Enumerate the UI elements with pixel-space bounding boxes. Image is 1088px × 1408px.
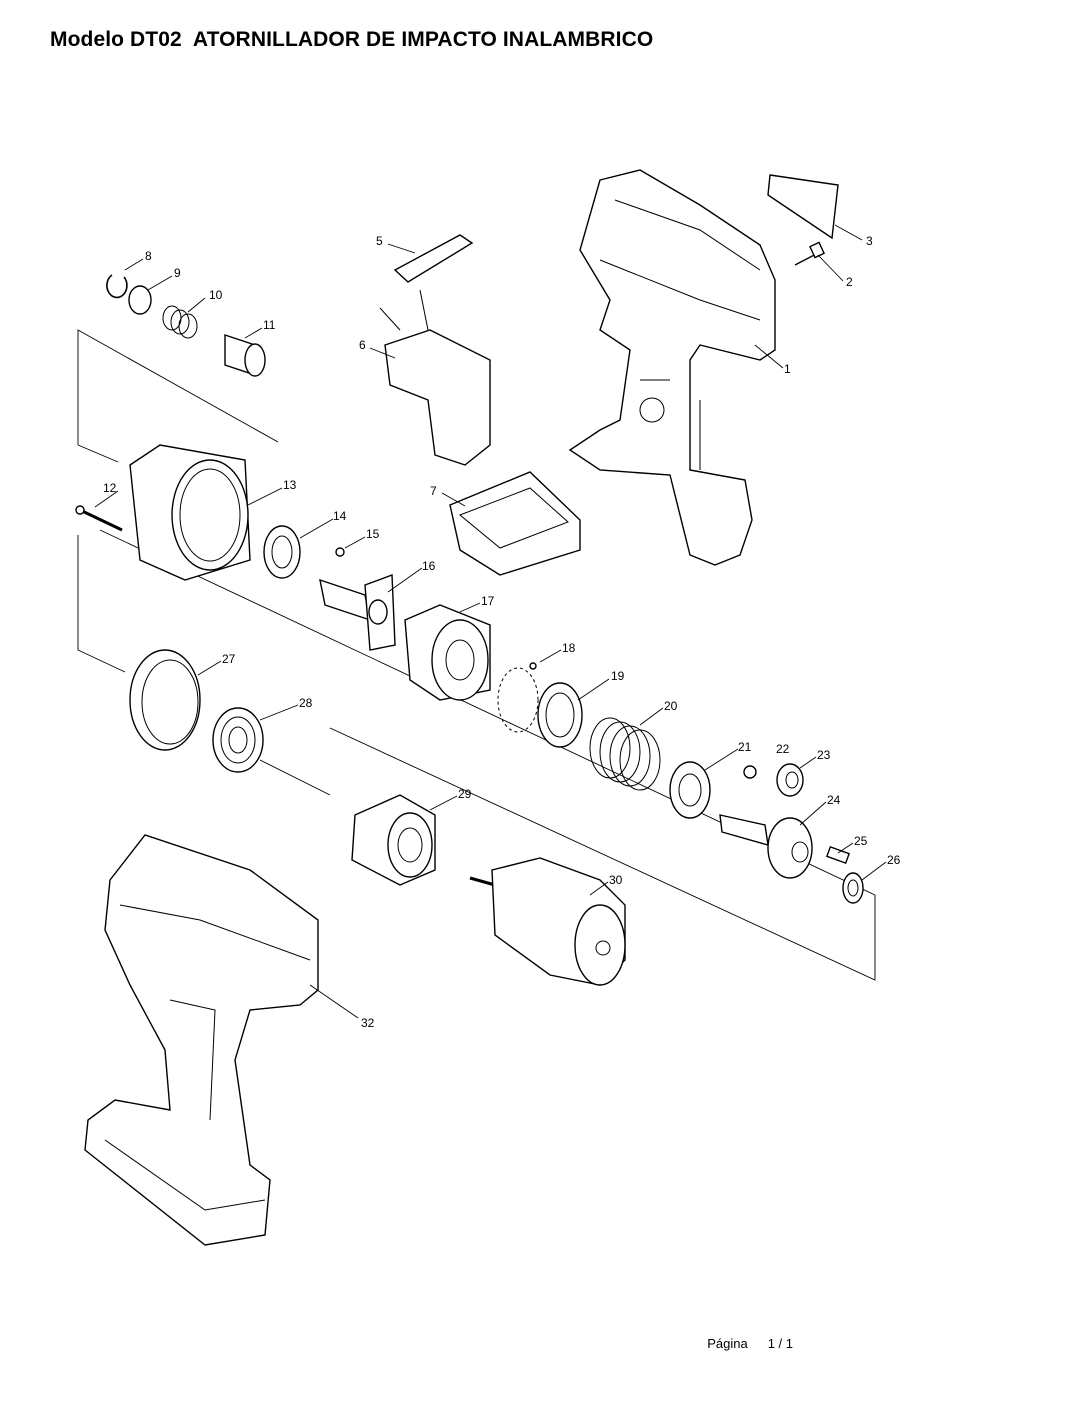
part-label-27: 27 xyxy=(222,652,236,666)
part-label-5: 5 xyxy=(376,234,383,248)
part-32-housing-set-shape xyxy=(84,834,319,1246)
part-2-screw-shape xyxy=(794,241,825,266)
part-27-band-shape xyxy=(129,649,201,751)
part-8-ring-shape xyxy=(106,274,128,299)
part-12-screw-shape xyxy=(75,505,123,532)
part-20-spring-shape xyxy=(589,717,661,791)
part-22-ball-shape xyxy=(743,765,757,779)
part-label-16: 16 xyxy=(422,559,436,573)
part-26-washer-shape xyxy=(842,872,864,904)
part-label-23: 23 xyxy=(817,748,831,762)
part-label-20: 20 xyxy=(664,699,678,713)
page-label: Página xyxy=(707,1336,748,1351)
part-18-circlip-shape xyxy=(497,662,539,733)
part-label-17: 17 xyxy=(481,594,495,608)
part-6-switch-shape xyxy=(379,307,491,466)
part-label-32: 32 xyxy=(361,1016,375,1030)
part-label-24: 24 xyxy=(827,793,841,807)
alignment-frame-lines xyxy=(77,329,876,981)
part-label-18: 18 xyxy=(562,641,576,655)
part-29-gear-housing-shape xyxy=(351,794,436,886)
part-23-gear-shape xyxy=(776,763,804,797)
page-number: 1 / 1 xyxy=(767,1336,794,1351)
part-label-22: 22 xyxy=(776,742,790,756)
part-number-labels: 1 2 3 5 6 7 8 9 10 11 12 13 14 15 16 17 … xyxy=(103,234,901,1030)
part-24-spindle-shape xyxy=(719,814,813,879)
part-13-hammer-case-shape xyxy=(129,444,251,581)
part-label-11: 11 xyxy=(263,318,276,332)
part-label-19: 19 xyxy=(611,669,625,683)
part-label-10: 10 xyxy=(209,288,223,302)
part-21-washer-shape xyxy=(669,761,711,819)
part-16-anvil-shape xyxy=(319,574,396,651)
leader-lines xyxy=(94,224,887,1019)
part-label-21: 21 xyxy=(738,740,752,754)
part-14-washer-shape xyxy=(263,525,301,579)
part-5-lever-shape xyxy=(393,234,474,331)
part-label-29: 29 xyxy=(458,787,472,801)
part-label-1: 1 xyxy=(784,362,791,376)
part-label-3: 3 xyxy=(866,234,873,248)
part-label-15: 15 xyxy=(366,527,380,541)
part-3-plate-shape xyxy=(767,174,839,240)
part-1-housing-shape xyxy=(568,169,776,566)
part-15-ball-shape xyxy=(335,547,345,557)
part-19-washer-shape xyxy=(537,682,583,748)
part-label-25: 25 xyxy=(854,834,868,848)
part-28-bearing-shape xyxy=(212,707,264,773)
part-11-sleeve-shape xyxy=(224,334,266,377)
part-10-spring-shape xyxy=(162,305,198,339)
part-label-9: 9 xyxy=(174,266,181,280)
part-17-hammer-shape xyxy=(404,604,491,701)
part-label-28: 28 xyxy=(299,696,313,710)
part-label-8: 8 xyxy=(145,249,152,263)
part-7-terminal-shape xyxy=(449,471,581,576)
part-label-13: 13 xyxy=(283,478,297,492)
part-label-30: 30 xyxy=(609,873,623,887)
part-30-motor-shape xyxy=(469,857,626,986)
page-footer: Página 1 / 1 xyxy=(700,1321,793,1351)
page-title: Modelo DT02 ATORNILLADOR DE IMPACTO INAL… xyxy=(50,28,654,51)
part-label-2: 2 xyxy=(846,275,853,289)
part-label-12: 12 xyxy=(103,481,117,495)
part-9-ring-shape xyxy=(128,285,152,315)
part-label-6: 6 xyxy=(359,338,366,352)
part-25-pin-shape xyxy=(825,845,851,865)
part-label-14: 14 xyxy=(333,509,347,523)
part-label-7: 7 xyxy=(430,484,437,498)
part-label-26: 26 xyxy=(887,853,901,867)
